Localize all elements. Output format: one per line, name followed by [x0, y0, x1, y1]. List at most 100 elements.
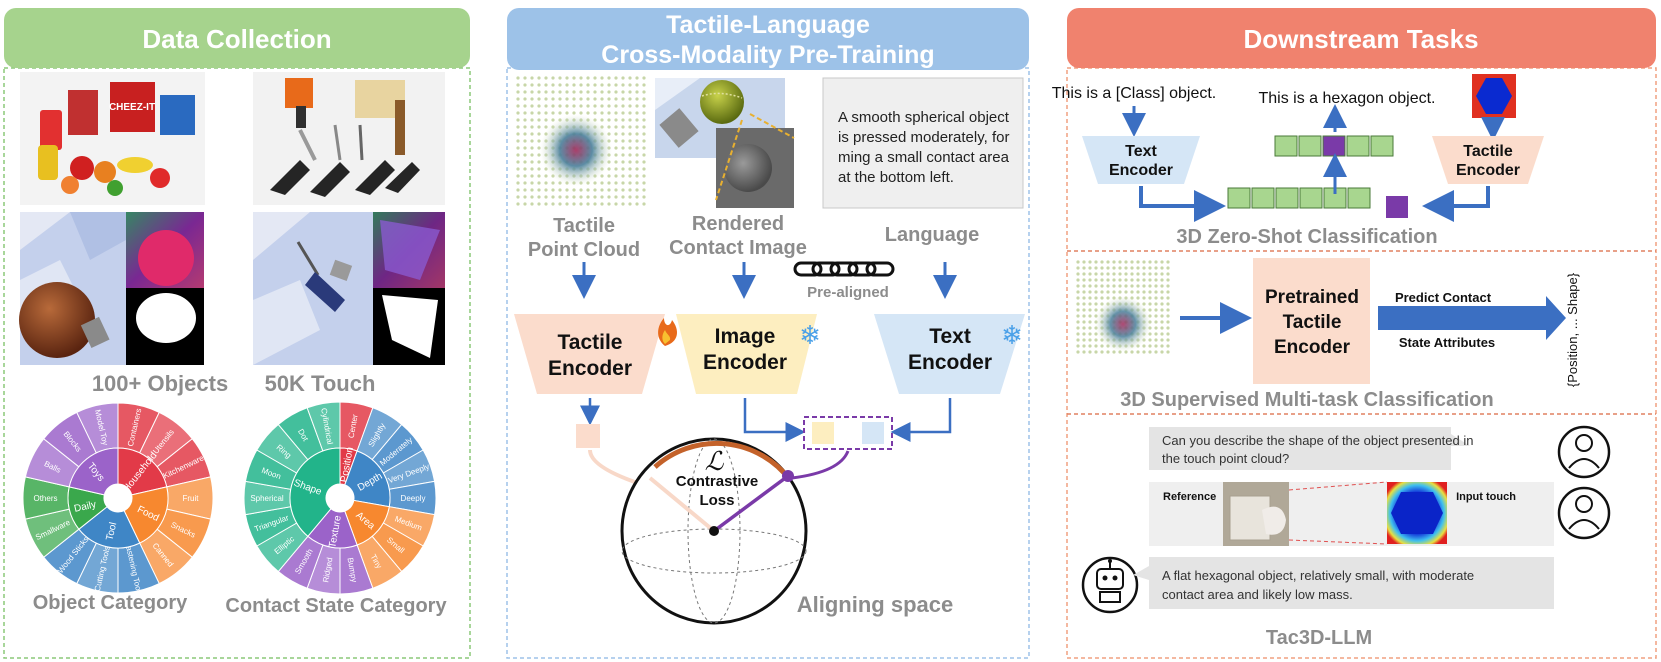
description-box [822, 77, 1024, 209]
aligning-sphere [620, 437, 808, 625]
predict-label-2: State Attributes [1399, 335, 1495, 350]
reference-photo [1223, 482, 1289, 546]
object-category-label: Object Category [33, 592, 188, 614]
rendered-label-2: Contact Image [669, 237, 807, 259]
wheel-inner-label: Tool [104, 521, 119, 541]
description-line-3: ming a small contact area [838, 149, 1010, 166]
llm-label: Tac3D-LLM [1266, 627, 1372, 649]
supervised-label: 3D Supervised Multi-task Classification [1120, 389, 1493, 411]
sim-ball-image [19, 212, 204, 365]
downstream-tactile-encoder [1432, 136, 1544, 184]
selected-embedding-cell [1274, 135, 1298, 157]
zero-shot-label: 3D Zero-Shot Classification [1176, 226, 1437, 248]
pretrain-header [507, 8, 1029, 70]
wheel-outer-label: Spherical [250, 494, 284, 503]
sim-screwdriver-image [253, 212, 445, 365]
description-line-4: at the bottom left. [838, 169, 954, 186]
language-label: Language [885, 224, 979, 246]
attributes-label: {Position, ... Shape} [1565, 272, 1580, 387]
chain-link-icon [793, 261, 895, 277]
input-touch-label: Input touch [1456, 491, 1516, 503]
class-embedding-cell [1227, 187, 1251, 209]
aligning-space-label: Aligning space [797, 592, 953, 617]
downstream-header [1067, 8, 1656, 68]
downstream-text-encoder [1082, 136, 1200, 184]
touch-count-label: 50K Touch [265, 371, 376, 396]
loss-label-1: Contrastive [676, 473, 759, 490]
collection-title: Data Collection [142, 24, 331, 54]
data-collection-panel: Data Collection CHEEZ-IT [3, 8, 471, 659]
dt-text-encoder-2: Encoder [1109, 162, 1173, 179]
tools-photo [253, 72, 445, 205]
answer-line-2: contact area and likely low mass. [1162, 587, 1353, 602]
pretrained-line-3: Encoder [1274, 337, 1351, 358]
wheel-outer-label: Deeply [401, 494, 426, 503]
downstream-panel: Downstream Tasks This is a [Class] objec… [1052, 8, 1657, 659]
wheel-outer-label: Others [33, 494, 57, 503]
dt-tactile-encoder-1: Tactile [1463, 143, 1513, 160]
class-prompt: This is a [Class] object. [1052, 85, 1217, 102]
reference-label: Reference [1163, 491, 1216, 503]
image-embedding [812, 422, 834, 444]
rendered-contact-image [655, 78, 795, 208]
predict-arrow [1378, 296, 1566, 340]
fire-icon [658, 318, 678, 346]
downstream-title: Downstream Tasks [1243, 24, 1478, 54]
answer-bubble [1149, 557, 1554, 609]
text-embedding [862, 422, 884, 444]
class-embedding-cell [1299, 187, 1323, 209]
class-embedding-cell [1347, 187, 1371, 209]
selected-embedding-row [1274, 135, 1394, 157]
image-encoder-line-1: Image [715, 325, 776, 348]
pretrain-title-1: Tactile-Language [666, 11, 870, 39]
text-encoder-line-2: Encoder [908, 351, 992, 374]
user-avatar-icon [1557, 486, 1611, 540]
pretraining-panel: Tactile-Language Cross-Modality Pre-Trai… [506, 8, 1030, 659]
text-encoder-shape [874, 314, 1025, 394]
wheel-outer-label: Fruit [183, 494, 200, 503]
pretrain-title-2: Cross-Modality Pre-Training [601, 41, 934, 69]
class-embedding-row [1227, 187, 1371, 209]
question-bubble [1149, 427, 1451, 470]
loss-symbol: ℒ [705, 446, 725, 476]
loss-label-2: Loss [699, 492, 734, 509]
pre-aligned-label: Pre-aligned [807, 284, 889, 301]
text-encoder-line-1: Text [929, 325, 971, 348]
tactile-query-embedding [1386, 196, 1408, 218]
tactile-encoder-line-2: Encoder [548, 357, 632, 380]
robot-icon [1081, 556, 1139, 614]
tactile-encoder-line-1: Tactile [558, 331, 623, 354]
objects-photo: CHEEZ-IT [20, 72, 205, 205]
dt-tactile-encoder-2: Encoder [1456, 162, 1520, 179]
dt-text-encoder-1: Text [1125, 143, 1157, 160]
tactile-embedding [576, 424, 600, 448]
hexagon-prompt: This is a hexagon object. [1259, 90, 1436, 107]
objects-count-label: 100+ Objects [92, 371, 228, 396]
wheel-outer-label: Center [347, 413, 360, 439]
pretrained-line-1: Pretrained [1265, 287, 1359, 308]
user-avatar-icon [1557, 425, 1611, 479]
reference-input-bubble [1149, 482, 1554, 546]
snowflake-icon: ❄ [799, 320, 821, 350]
answer-line-1: A flat hexagonal object, relatively smal… [1162, 568, 1474, 583]
question-line-2: the touch point cloud? [1162, 451, 1289, 466]
description-line-2: is pressed moderately, for [838, 129, 1009, 146]
snowflake-icon: ❄ [1001, 320, 1023, 350]
predict-label-1: Predict Contact [1395, 290, 1492, 305]
rendered-label-1: Rendered [692, 213, 784, 235]
selected-embedding-cell [1322, 135, 1346, 157]
class-embedding-cell [1275, 187, 1299, 209]
pre-aligned-embedding-box [803, 416, 893, 450]
selected-embedding-cell [1298, 135, 1322, 157]
selected-embedding-cell [1346, 135, 1370, 157]
wheel-inner-label: Daily [73, 499, 97, 515]
contact-category-label: Contact State Category [225, 595, 447, 617]
collection-header [4, 8, 470, 68]
tactile-label-1: Tactile [553, 215, 615, 237]
image-encoder-line-2: Encoder [703, 351, 787, 374]
tactile-encoder-shape [514, 314, 665, 394]
